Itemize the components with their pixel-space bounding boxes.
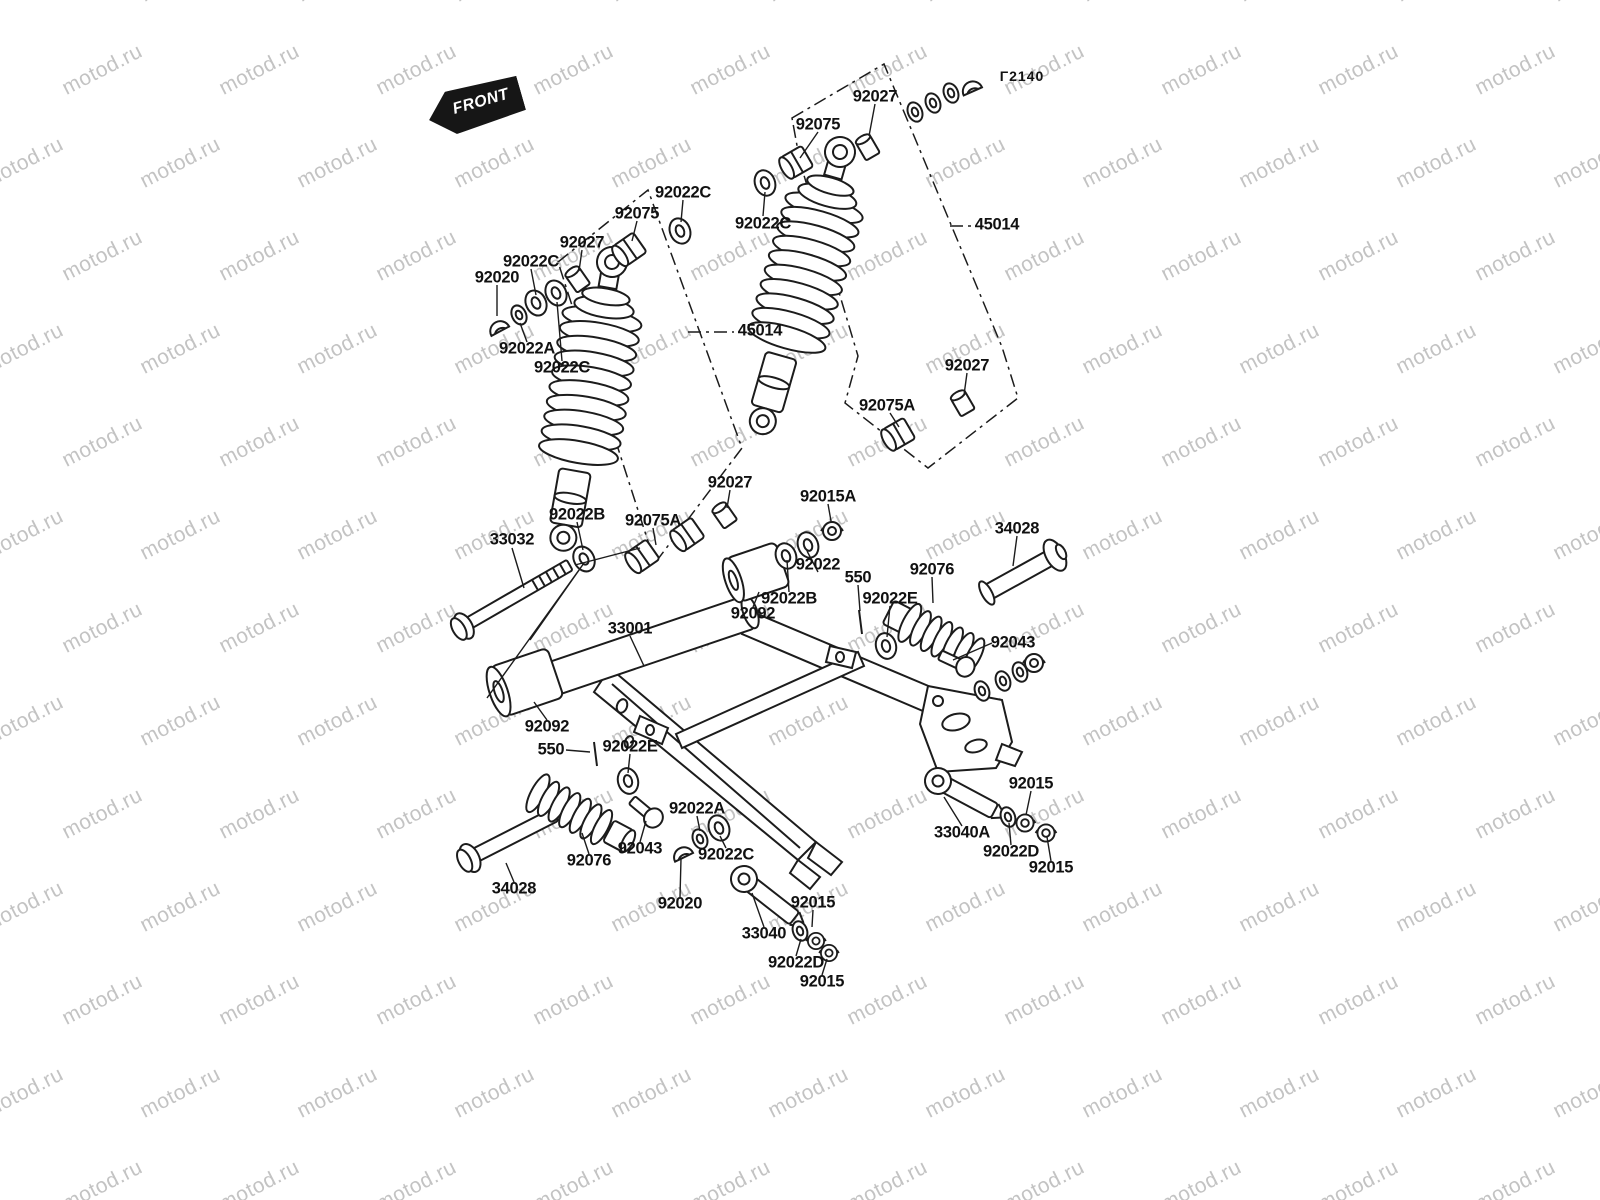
part-label-92015: 92015 — [1028, 858, 1074, 877]
part-label-92075a: 92075A — [859, 396, 915, 415]
part-label-45014: 45014 — [974, 215, 1020, 234]
left-shock-absorber — [536, 246, 645, 552]
mid-hardware — [771, 521, 1068, 704]
part-label-33040a: 33040A — [934, 823, 990, 842]
part-label-92022d: 92022D — [983, 842, 1039, 861]
part-label-92075a: 92075A — [625, 511, 681, 530]
part-label-34028: 34028 — [491, 879, 537, 898]
part-label-92092: 92092 — [524, 717, 570, 736]
part-label-92022c: 92022C — [503, 252, 559, 271]
part-label-92022b: 92022B — [761, 589, 817, 608]
part-label-92043: 92043 — [990, 633, 1036, 652]
part-label-34028: 34028 — [994, 519, 1040, 538]
part-label-92022c: 92022C — [735, 214, 791, 233]
part-label-92075: 92075 — [614, 204, 660, 223]
part-label-92043: 92043 — [617, 839, 663, 858]
part-label-92075: 92075 — [795, 115, 841, 134]
part-label-92022a: 92022A — [499, 339, 555, 358]
part-label-92015: 92015 — [790, 893, 836, 912]
part-label-92027: 92027 — [559, 233, 605, 252]
part-label-92022c: 92022C — [655, 183, 711, 202]
part-label-92015: 92015 — [1008, 774, 1054, 793]
leader-lines — [486, 103, 1052, 976]
part-label-92022e: 92022E — [602, 737, 658, 756]
right-shock-absorber — [744, 136, 867, 436]
part-label-92076: 92076 — [566, 851, 612, 870]
part-label-92022d: 92022D — [768, 953, 824, 972]
part-label-33032: 33032 — [489, 530, 535, 549]
part-label-33001: 33001 — [607, 619, 653, 638]
part-label-33040: 33040 — [741, 924, 787, 943]
part-label-92020: 92020 — [657, 894, 703, 913]
part-label-92076: 92076 — [909, 560, 955, 579]
part-label-92027: 92027 — [944, 356, 990, 375]
part-label-92015a: 92015A — [800, 487, 856, 506]
part-label-92022: 92022 — [795, 555, 841, 574]
swingarm — [485, 542, 1024, 891]
part-label-92022e: 92022E — [862, 589, 918, 608]
part-label-45014: 45014 — [737, 321, 783, 340]
figure-code: Γ2140 — [999, 68, 1045, 84]
lower-left-hardware — [456, 741, 840, 962]
part-label-92092: 92092 — [730, 604, 776, 623]
part-label-92022b: 92022B — [549, 505, 605, 524]
pivot-bolt-33032 — [449, 559, 573, 641]
part-label-92022c: 92022C — [534, 358, 590, 377]
part-label-92022a: 92022A — [669, 799, 725, 818]
part-label-92022c: 92022C — [698, 845, 754, 864]
part-label-92027: 92027 — [707, 473, 753, 492]
part-label-550: 550 — [537, 740, 565, 759]
part-label-92027: 92027 — [852, 87, 898, 106]
bushing-92092-right — [721, 542, 790, 604]
part-label-92015: 92015 — [799, 972, 845, 991]
part-label-550: 550 — [844, 568, 872, 587]
part-label-92020: 92020 — [474, 268, 520, 287]
